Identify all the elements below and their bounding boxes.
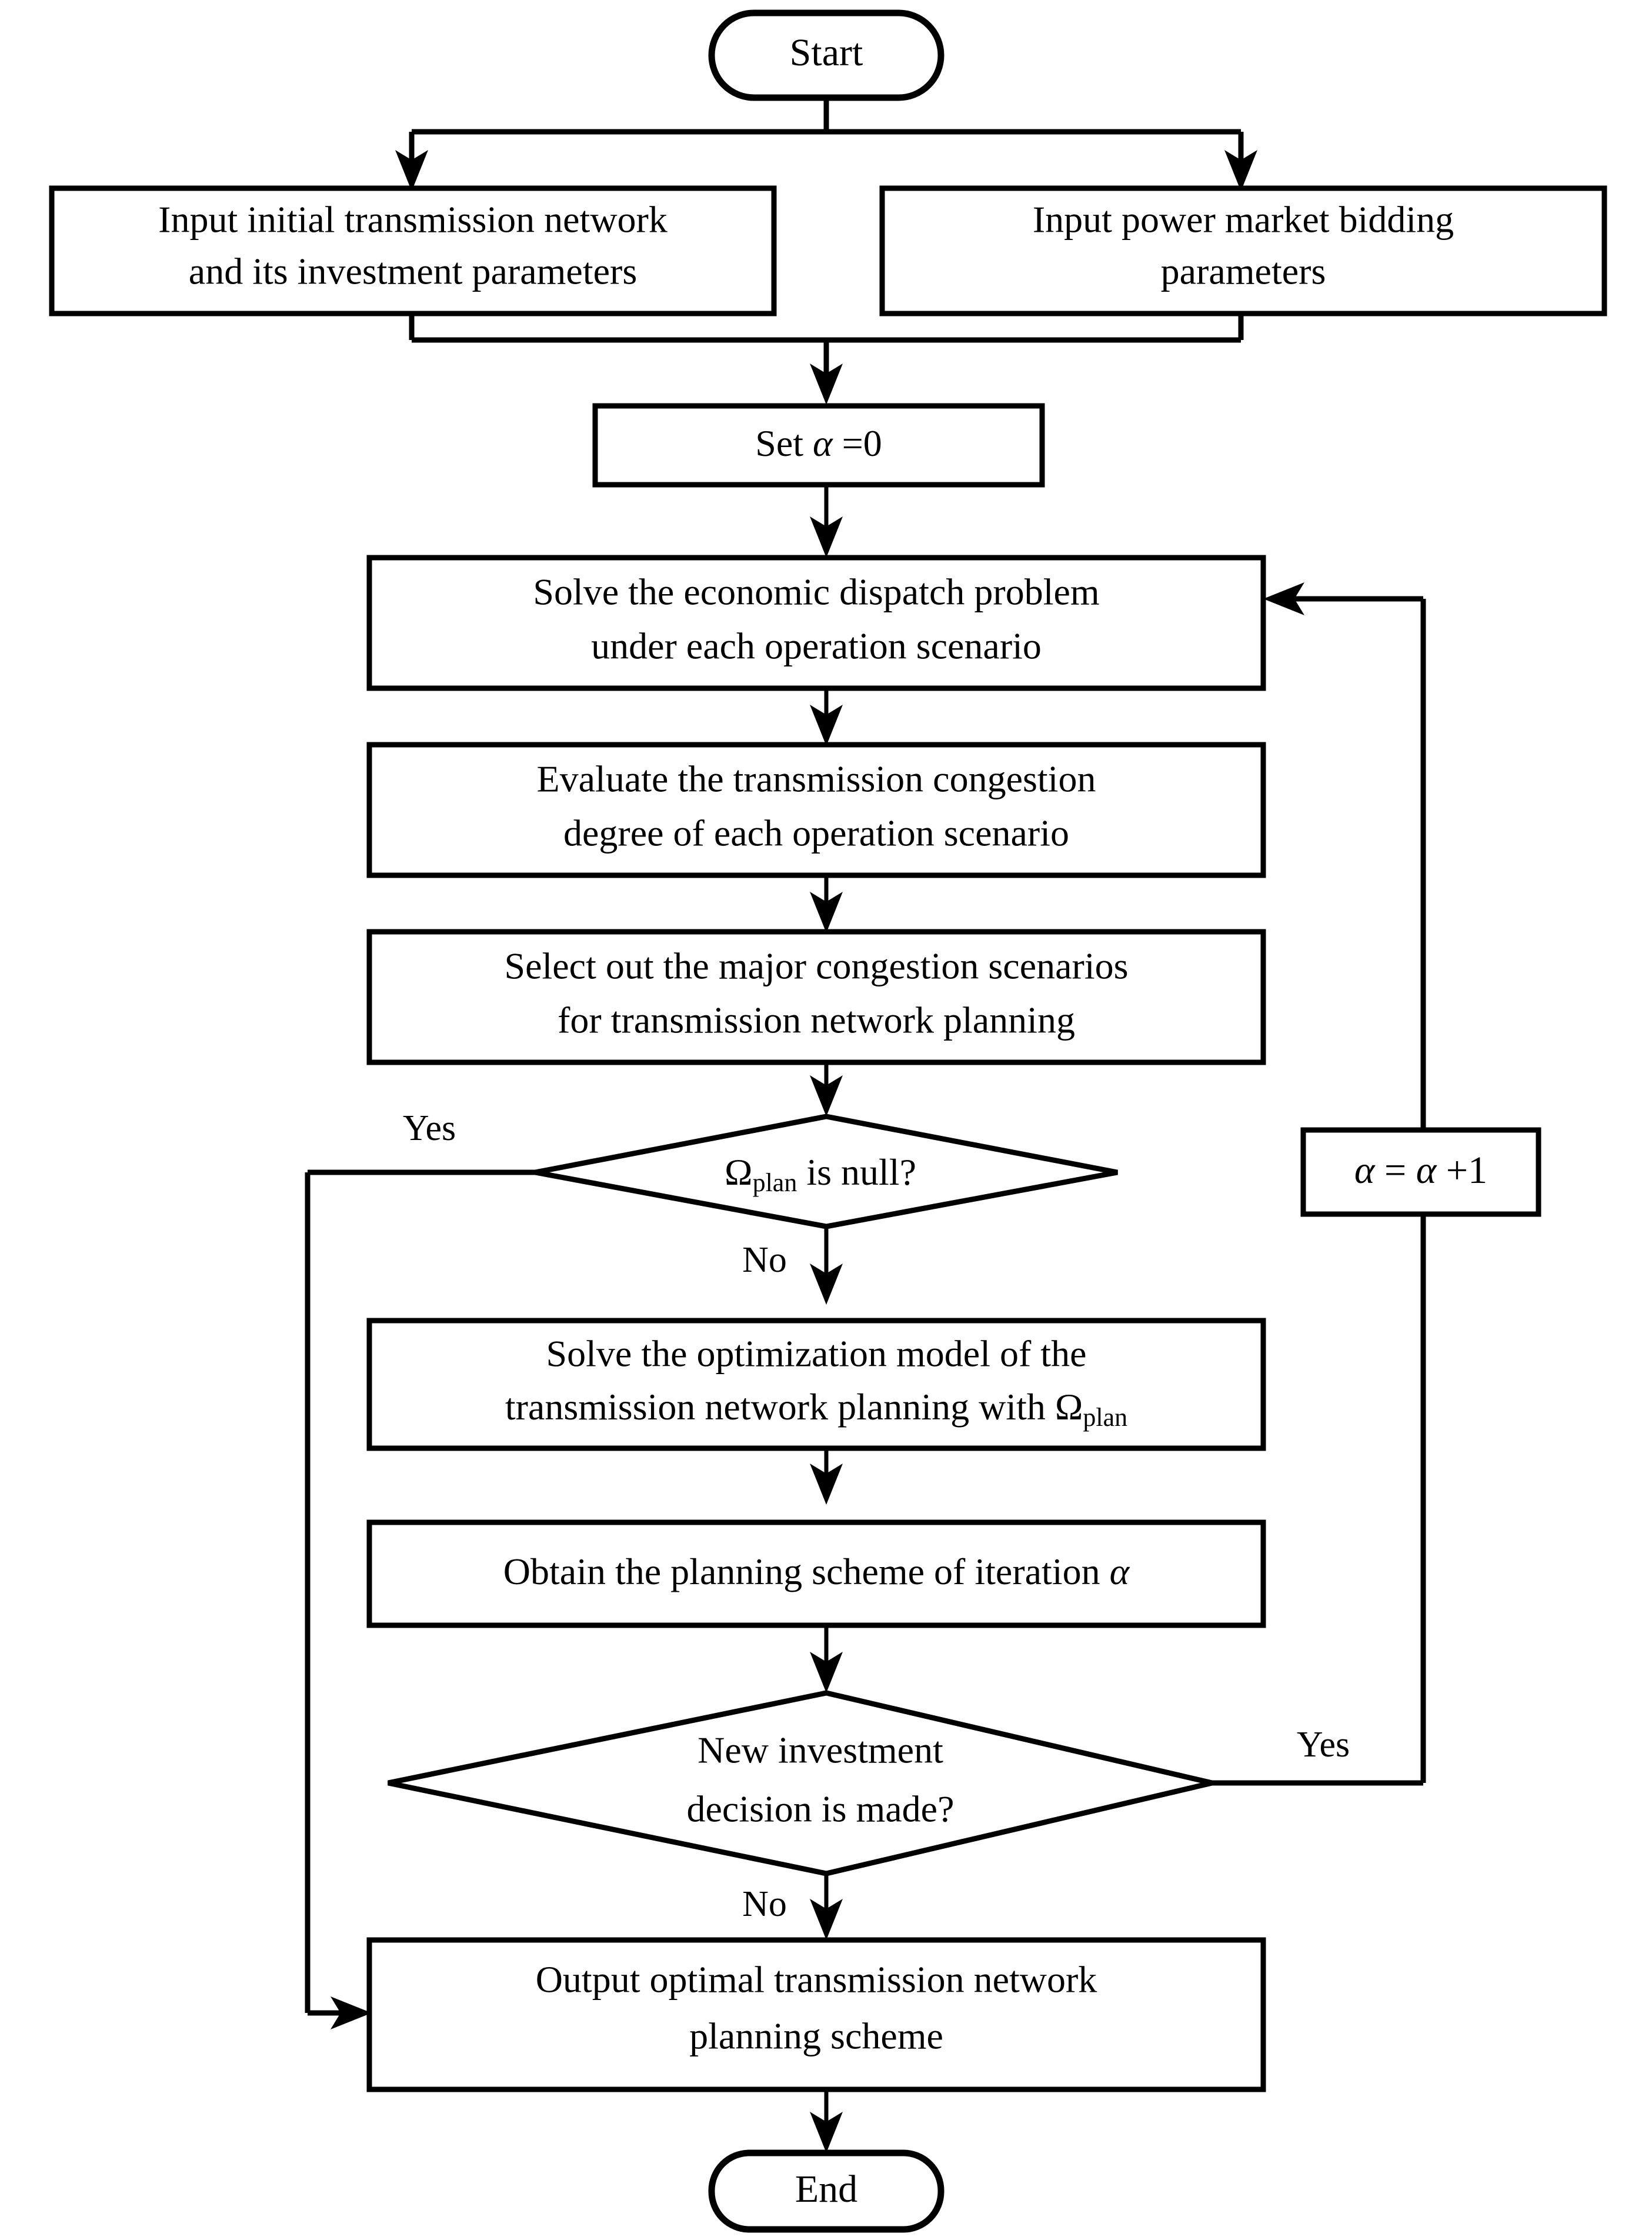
node-select-scenarios-line2: for transmission network planning <box>558 999 1075 1041</box>
node-output-scheme[interactable]: Output optimal transmission network plan… <box>366 1937 1266 2092</box>
node-obtain-scheme[interactable]: Obtain the planning scheme of iteration … <box>366 1519 1266 1628</box>
edge-label-omega-yes: Yes <box>403 1108 456 1148</box>
connector-select-omega <box>810 1062 843 1116</box>
node-input-network[interactable]: Input initial transmission network and i… <box>49 185 777 316</box>
node-set-alpha[interactable]: Set α =0 <box>592 403 1045 488</box>
connector-output-end <box>810 2089 843 2153</box>
alpha-plus: +1 <box>1436 1149 1487 1192</box>
node-evaluate-congestion-line2: degree of each operation scenario <box>563 812 1069 854</box>
alpha-a: α <box>1354 1149 1376 1192</box>
connector-obtain-investment <box>810 1625 843 1693</box>
connector-inputs-merge <box>409 314 1244 405</box>
omega-suffix: is null? <box>797 1151 916 1193</box>
set-alpha-symbol: α <box>813 422 833 464</box>
node-new-investment[interactable]: New investment decision is made? <box>388 1690 1213 1876</box>
node-input-network-line1: Input initial transmission network <box>158 199 668 241</box>
connector-dispatch-evaluate <box>810 688 843 746</box>
node-end-label: End <box>795 2168 857 2211</box>
node-select-scenarios[interactable]: Select out the major congestion scenario… <box>366 929 1266 1065</box>
node-new-investment-line1: New investment <box>697 1729 943 1771</box>
optimization-line2-prefix: transmission network planning with <box>505 1386 1055 1428</box>
node-increment-alpha-label: α = α +1 <box>1354 1149 1487 1192</box>
node-select-scenarios-line1: Select out the major congestion scenario… <box>504 945 1128 987</box>
edge-label-omega-no: No <box>742 1240 787 1280</box>
node-new-investment-line2: decision is made? <box>687 1788 955 1830</box>
node-solve-optimization[interactable]: Solve the optimization model of the tran… <box>366 1318 1266 1451</box>
node-input-market-line2: parameters <box>1161 251 1326 292</box>
node-start-label: Start <box>790 31 863 74</box>
set-alpha-prefix: Set <box>755 422 813 464</box>
node-omega-null[interactable]: Ωplan is null? <box>535 1114 1118 1229</box>
edge-label-investment-no: No <box>742 1884 787 1924</box>
node-obtain-scheme-label: Obtain the planning scheme of iteration … <box>503 1551 1130 1592</box>
connector-setalpha-dispatch <box>810 485 843 558</box>
node-solve-dispatch-line2: under each operation scenario <box>591 625 1042 667</box>
connector-optimization-obtain <box>810 1448 843 1505</box>
node-input-network-line2: and its investment parameters <box>189 251 637 292</box>
node-set-alpha-label: Set α =0 <box>755 422 882 464</box>
node-start[interactable]: Start <box>708 9 945 101</box>
optimization-omega: Ω <box>1055 1386 1083 1428</box>
connector-omega-yes <box>305 1169 535 2029</box>
connector-investment-yes <box>1212 1214 1426 1786</box>
node-evaluate-congestion[interactable]: Evaluate the transmission congestion deg… <box>366 742 1266 878</box>
node-increment-alpha[interactable]: α = α +1 <box>1300 1127 1541 1217</box>
node-input-market[interactable]: Input power market bidding parameters <box>879 185 1607 316</box>
connector-investment-no <box>810 1874 843 1940</box>
omega-subscript: plan <box>753 1168 797 1197</box>
alpha-equals: = <box>1375 1149 1416 1192</box>
connector-alpha-loopback <box>1263 582 1426 1130</box>
node-end[interactable]: End <box>708 2149 945 2233</box>
node-solve-optimization-line1: Solve the optimization model of the <box>546 1333 1087 1375</box>
connector-evaluate-select <box>810 875 843 933</box>
node-output-scheme-line2: planning scheme <box>689 2015 943 2057</box>
set-alpha-suffix: =0 <box>833 422 882 464</box>
node-output-scheme-line1: Output optimal transmission network <box>536 1959 1097 2001</box>
connector-omega-no <box>810 1226 843 1305</box>
node-solve-dispatch[interactable]: Solve the economic dispatch problem unde… <box>366 555 1266 691</box>
alpha-b: α <box>1416 1149 1437 1192</box>
obtain-prefix: Obtain the planning scheme of iteration <box>503 1551 1110 1592</box>
node-solve-dispatch-line1: Solve the economic dispatch problem <box>533 571 1099 613</box>
optimization-omega-subscript: plan <box>1083 1403 1127 1432</box>
omega-symbol: Ω <box>725 1151 753 1193</box>
node-evaluate-congestion-line1: Evaluate the transmission congestion <box>537 758 1096 800</box>
node-omega-null-label: Ωplan is null? <box>725 1151 916 1197</box>
connector-start-fork <box>395 98 1257 191</box>
edge-label-investment-yes: Yes <box>1297 1725 1350 1765</box>
node-input-market-line1: Input power market bidding <box>1033 199 1454 241</box>
obtain-alpha: α <box>1110 1551 1130 1592</box>
node-solve-optimization-line2: transmission network planning with Ωplan <box>505 1386 1127 1432</box>
